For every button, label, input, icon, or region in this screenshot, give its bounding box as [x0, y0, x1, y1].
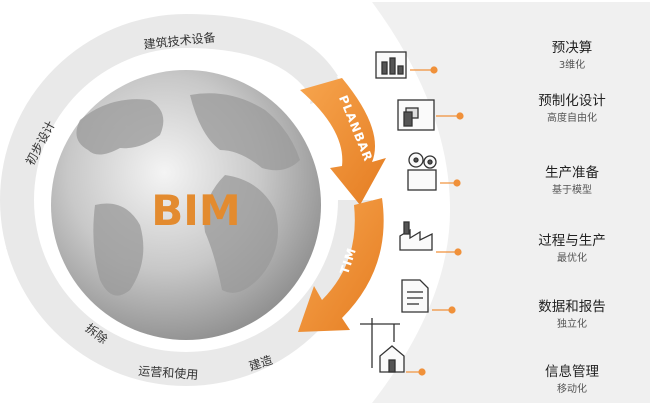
bim-label: BIM [151, 186, 240, 235]
step-connectors [406, 66, 464, 376]
ring-arrowhead-left [6, 248, 42, 282]
step-title-budget: 预决算 [552, 40, 593, 56]
ring-label-operation: 运营和使用 [138, 363, 199, 382]
step-title-precast-design: 预制化设计 [538, 93, 606, 109]
step-sub-production-prep: 基于模型 [552, 183, 592, 196]
crane-house-icon [360, 318, 405, 373]
step-sub-info-mgmt: 移动化 [557, 382, 587, 395]
step-title-production-prep: 生产准备 [545, 164, 599, 181]
step-sub-budget: 3维化 [559, 58, 585, 71]
step-sub-data-report: 独立化 [557, 317, 587, 330]
gears-box-icon [407, 152, 437, 191]
precast-wall-icon [397, 99, 435, 131]
chart-cube-icon [375, 51, 407, 79]
step-sub-precast-design: 高度自由化 [547, 111, 597, 124]
tim-arrow [298, 198, 384, 332]
globe-continents [76, 93, 300, 296]
factory-icon [399, 221, 433, 251]
step-title-info-mgmt: 信息管理 [545, 363, 599, 380]
step-title-process: 过程与生产 [538, 233, 606, 249]
document-icon [401, 279, 429, 313]
step-sub-process: 最优化 [557, 251, 587, 264]
planbar-arrow [300, 78, 386, 205]
step-title-data-report: 数据和报告 [538, 299, 606, 315]
step-panel-background [372, 2, 650, 403]
lifecycle-ring-top [186, 14, 338, 92]
